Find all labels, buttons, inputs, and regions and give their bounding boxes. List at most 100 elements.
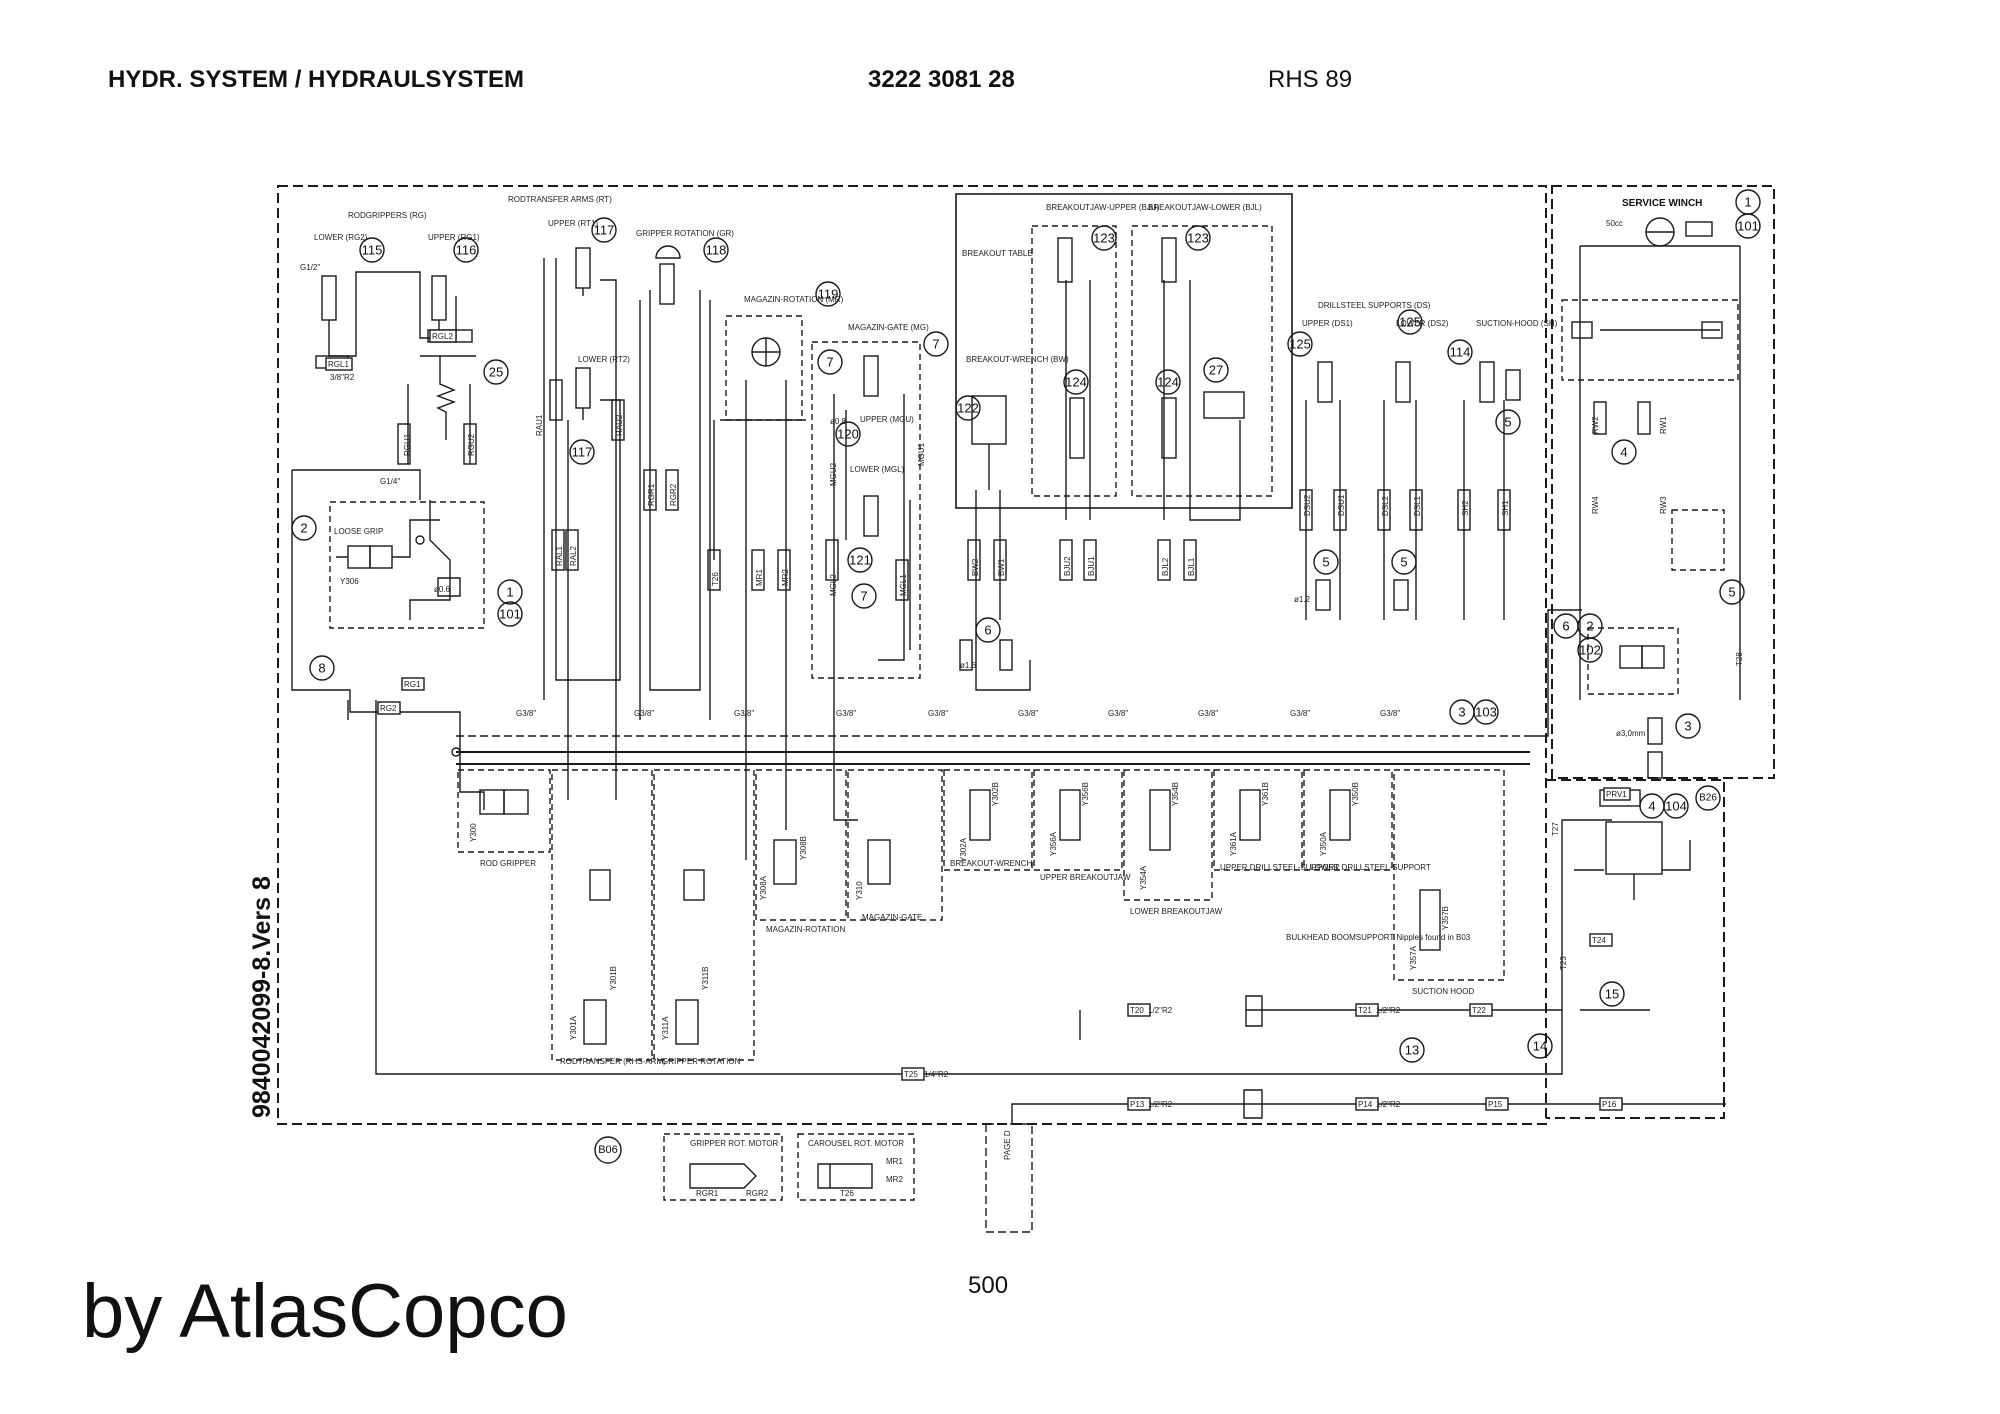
callout-102: 102: [1577, 637, 1603, 663]
service-winch-label: SERVICE WINCH: [1622, 198, 1702, 209]
svg-text:6: 6: [1562, 619, 1569, 634]
motor-box-gripper-title: GRIPPER ROT. MOTOR: [690, 1139, 779, 1148]
svg-text:T27: T27: [1551, 822, 1560, 836]
svg-text:RG2: RG2: [380, 704, 397, 713]
callout-b26: B26: [1695, 785, 1721, 811]
valve-label-rod-gripper: ROD GRIPPER: [480, 859, 536, 868]
svg-text:T28: T28: [1735, 652, 1744, 666]
svg-text:101: 101: [499, 607, 521, 622]
svg-text:Y302B: Y302B: [991, 782, 1000, 806]
callout-5b: 5: [1313, 549, 1339, 575]
valve-label-gripper-rotation: GRIPPER ROTATION: [662, 1057, 741, 1066]
svg-text:RGR1: RGR1: [647, 483, 656, 506]
callout-1b: 1: [1735, 189, 1761, 215]
svg-text:124: 124: [1157, 375, 1179, 390]
svg-text:T20: T20: [1130, 1006, 1144, 1015]
svg-text:7: 7: [826, 355, 833, 370]
svg-text:7: 7: [932, 337, 939, 352]
svg-text:1/2"R2: 1/2"R2: [1376, 1100, 1401, 1109]
callout-124a: 124: [1063, 369, 1089, 395]
callout-13: 13: [1399, 1037, 1425, 1063]
callout-25: 25: [483, 359, 509, 385]
svg-text:P13: P13: [1130, 1100, 1145, 1109]
callout-3a: 3: [1449, 699, 1475, 725]
callout-2: 2: [291, 515, 317, 541]
svg-text:Y354B: Y354B: [1171, 782, 1180, 806]
svg-text:BJU2: BJU2: [1063, 556, 1072, 576]
svg-text:5: 5: [1728, 585, 1735, 600]
rodgrippers-label: RODGRIPPERS (RG): [348, 211, 427, 220]
svg-text:117: 117: [594, 223, 615, 238]
svg-text:P14: P14: [1358, 1100, 1373, 1109]
callout-4b: 4: [1639, 793, 1665, 819]
svg-text:123: 123: [1187, 231, 1209, 246]
svg-text:G1/4": G1/4": [380, 477, 400, 486]
svg-text:T22: T22: [1472, 1006, 1486, 1015]
svg-text:T25: T25: [904, 1070, 918, 1079]
callout-1: 1: [497, 579, 523, 605]
brand-watermark: by AtlasCopco: [82, 1269, 568, 1354]
svg-text:102: 102: [1579, 643, 1601, 658]
callout-121: 121: [847, 547, 873, 573]
svg-text:8: 8: [318, 661, 325, 676]
valve-label-lower-breakoutjaw: LOWER BREAKOUTJAW: [1130, 907, 1223, 916]
svg-text:2: 2: [1586, 619, 1593, 634]
callout-104: 104: [1663, 793, 1689, 819]
winch-orifice-label: ø3,0mm: [1616, 729, 1646, 738]
valve-label-upper-drillsteel: UPPER DRILLSTEEL-SUPPORT: [1220, 863, 1339, 872]
hose-code-boxes: RGL1 RGL2 RGU1 RGU2 RG1 RG2 RAU1 RAU2 RA…: [325, 329, 1744, 1111]
svg-text:2: 2: [300, 521, 307, 536]
svg-text:RG1: RG1: [404, 680, 421, 689]
document-title: HYDR. SYSTEM / HYDRAULSYSTEM: [108, 66, 525, 93]
svg-text:119: 119: [818, 287, 839, 302]
callout-114: 114: [1447, 339, 1473, 365]
callout-117: 117: [591, 217, 617, 243]
svg-text:Y356A: Y356A: [1049, 831, 1058, 856]
callout-123b: 123: [1185, 225, 1211, 251]
svg-text:G3/8": G3/8": [634, 709, 654, 718]
drillsteel-label: DRILLSTEEL SUPPORTS (DS): [1318, 301, 1431, 310]
lower-rt-label: LOWER (RT2): [578, 355, 630, 364]
svg-text:MGL1: MGL1: [899, 574, 908, 596]
magazin-rotation-label: MAGAZIN-ROTATION (MR): [744, 295, 844, 304]
svg-text:ø0.6: ø0.6: [434, 585, 451, 594]
svg-text:Y301A: Y301A: [569, 1015, 578, 1040]
svg-text:101: 101: [1737, 219, 1759, 234]
svg-text:118: 118: [706, 243, 727, 258]
callout-7c: 7: [851, 583, 877, 609]
upper-rg-label: UPPER (RG1): [428, 233, 480, 242]
svg-text:MGL2: MGL2: [829, 574, 838, 596]
svg-text:Y311A: Y311A: [661, 1016, 670, 1040]
svg-text:RGU2: RGU2: [467, 433, 476, 456]
callout-123a: 123: [1091, 225, 1117, 251]
svg-text:14: 14: [1533, 1039, 1547, 1054]
svg-text:4: 4: [1620, 445, 1627, 460]
valve-label-breakout-wrench: BREAKOUT-WRENCH: [950, 859, 1032, 868]
callout-6b: 6: [1553, 613, 1579, 639]
svg-text:Y310: Y310: [855, 881, 864, 900]
svg-text:SH1: SH1: [1501, 500, 1510, 516]
callout-117b: 117: [569, 439, 595, 465]
upper-rt-label: UPPER (RT1): [548, 219, 598, 228]
motor-box-carousel-code-2: MR2: [886, 1175, 903, 1184]
gripper-rotation-label: GRIPPER ROTATION (GR): [636, 229, 734, 238]
motor-box-carousel-code-1: MR1: [886, 1157, 903, 1166]
svg-text:ø0.8: ø0.8: [830, 417, 847, 426]
service-winch-unit: [1561, 217, 1741, 779]
svg-text:RAL1: RAL1: [555, 545, 564, 566]
breakout-lower-label: BREAKOUTJAW-LOWER (BJL): [1148, 203, 1262, 212]
svg-text:Y311B: Y311B: [701, 967, 710, 990]
motor-box-carousel: [797, 1133, 915, 1201]
main-frame: [277, 185, 1547, 1125]
callout-125a: 125: [1287, 331, 1313, 357]
callout-101b: 101: [1735, 213, 1761, 239]
motor-box-gripper-code-2: RGR2: [746, 1189, 769, 1198]
svg-text:3/8"R2: 3/8"R2: [330, 373, 355, 382]
bulkhead-note: BULKHEAD BOOMSUPPORT Nipples found in B0…: [1286, 933, 1471, 942]
rodtransfer-cylinders: [543, 247, 625, 800]
valve-label-magazin-gate: MAGAZIN-GATE: [862, 913, 922, 922]
svg-text:RGL2: RGL2: [432, 332, 453, 341]
lower-rg-label: LOWER (RG2): [314, 233, 368, 242]
callout-8: 8: [309, 655, 335, 681]
